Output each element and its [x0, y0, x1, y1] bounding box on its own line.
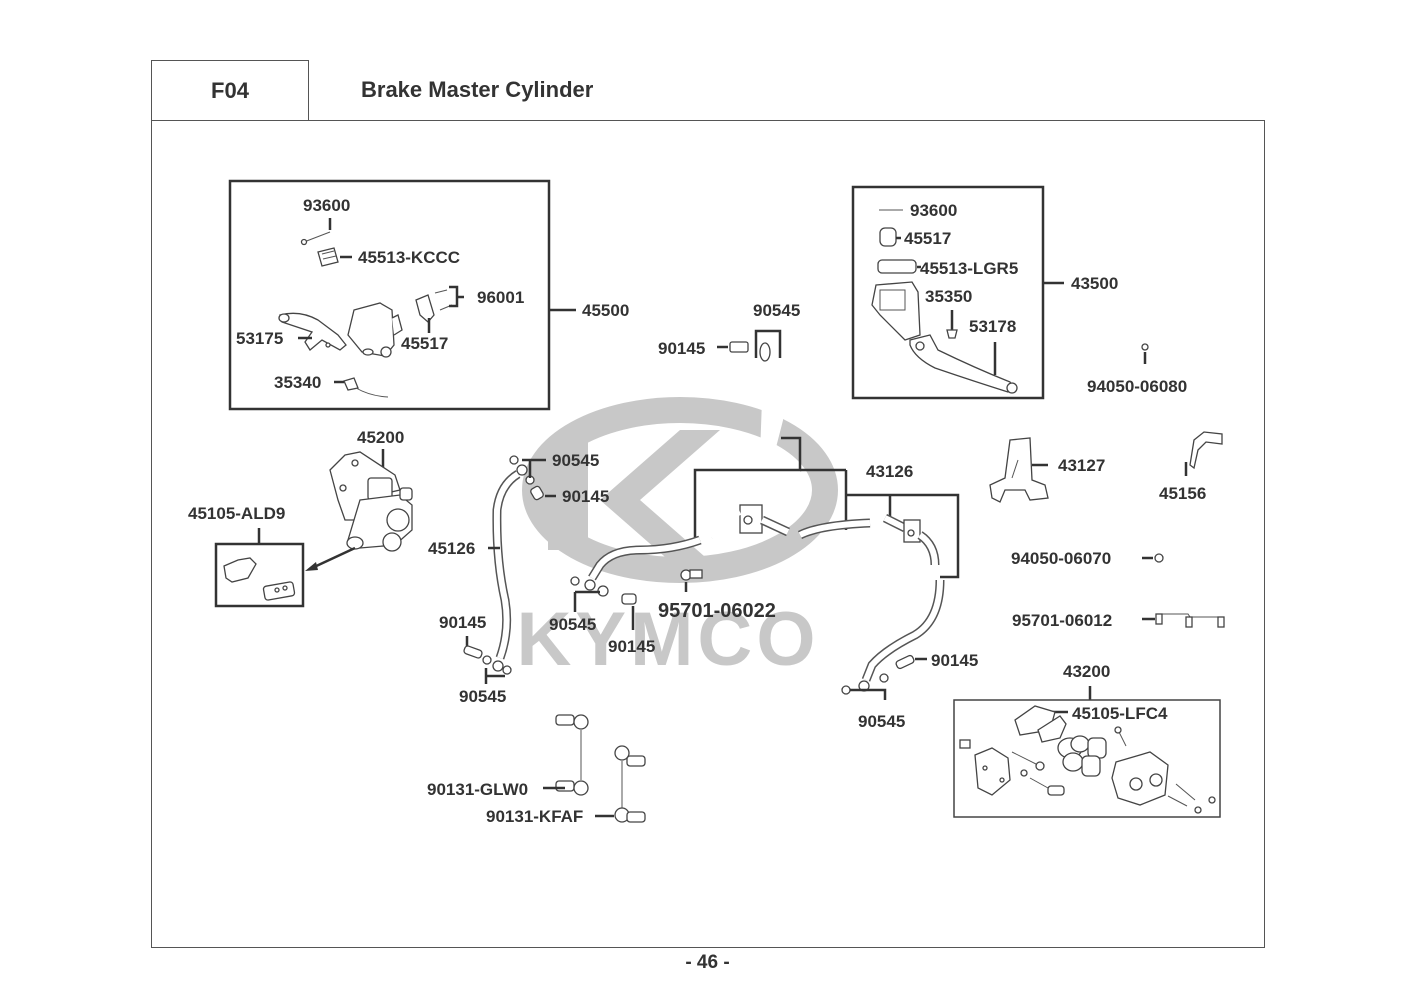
leader-90545-mid	[522, 458, 546, 478]
part-label-95701-06012[interactable]: 95701-06012	[1012, 611, 1112, 630]
brake-switch-part	[343, 377, 389, 398]
part-label-43127[interactable]: 43127	[1058, 456, 1105, 475]
part-label-90545-top[interactable]: 90545	[753, 301, 800, 320]
arrow-to-pads	[311, 546, 356, 570]
part-label-94050-06070[interactable]: 94050-06070	[1011, 549, 1111, 568]
rear-master-cylinder-group: 43500 93600 45517 45513-LGR5 35350 53178	[851, 185, 1118, 400]
part-label-90545-left[interactable]: 90545	[459, 687, 506, 706]
front-master-cylinder-group: 45500 93600 45513-KCCC 96001 45517	[228, 179, 629, 411]
reservoir-cap-part-rear	[877, 259, 917, 274]
part-label-45105-lfc4[interactable]: 45105-LFC4	[1072, 704, 1168, 723]
bleed-screw-part	[1114, 726, 1127, 747]
slide-pins-part	[959, 739, 1216, 814]
part-label-94050-06080[interactable]: 94050-06080	[1087, 377, 1187, 396]
part-label-90545-mid[interactable]: 90545	[552, 451, 599, 470]
part-label-93600-rear[interactable]: 93600	[910, 201, 957, 220]
watermark-brand: KYMCO	[517, 597, 820, 682]
brake-lever-part	[278, 312, 347, 351]
leader-90545-left	[484, 668, 505, 684]
part-label-45513-kccc[interactable]: 45513-KCCC	[358, 248, 460, 267]
part-label-90545-right[interactable]: 90545	[858, 712, 905, 731]
part-label-35340[interactable]: 35340	[274, 373, 321, 392]
arrow-head	[305, 562, 318, 571]
rear-caliper-body-part	[1111, 751, 1169, 806]
front-brake-pads-part	[223, 557, 296, 601]
part-label-90145-left[interactable]: 90145	[439, 613, 486, 632]
reservoir-cap-part	[317, 247, 339, 267]
clamps-95701-06012: 95701-06012	[1012, 611, 1225, 630]
part-label-45126[interactable]: 45126	[428, 539, 475, 558]
part-label-43500[interactable]: 43500	[1071, 274, 1118, 293]
part-label-45156[interactable]: 45156	[1159, 484, 1206, 503]
part-label-90545-c[interactable]: 90545	[549, 615, 596, 634]
three-way-joint-part	[709, 504, 790, 540]
master-cylinder-body-part-rear	[871, 281, 921, 341]
three-way-joint-right	[882, 513, 940, 566]
rear-caliper-box	[953, 699, 1221, 818]
page-number: - 46 -	[685, 952, 730, 973]
section-code: F04	[151, 60, 309, 120]
leader-90545-right	[850, 688, 887, 700]
part-label-90145-top[interactable]: 90145	[658, 339, 705, 358]
bolt-lower-a	[555, 780, 575, 792]
front-caliper-group: 45200 45105-ALD9	[188, 428, 413, 608]
caliper-bracket-part	[974, 747, 1011, 796]
part-45156: 45156	[1159, 431, 1223, 503]
pin-head	[300, 238, 308, 246]
part-label-90145-mid[interactable]: 90145	[562, 487, 609, 506]
brake-lever-part-rear	[909, 334, 1018, 394]
bolt-upper-a	[555, 714, 575, 726]
front-hose-group: 90545 90145 45126 90145 90545	[428, 451, 609, 706]
banjo-top	[759, 342, 771, 362]
nut-94050-06070: 94050-06070	[1011, 549, 1164, 568]
brake-hose-left-lower	[584, 535, 702, 591]
part-label-53175[interactable]: 53175	[236, 329, 283, 348]
part-label-95701-06022[interactable]: 95701-06022	[658, 600, 776, 622]
diagram-frame	[151, 120, 1265, 948]
part-label-45200[interactable]: 45200	[357, 428, 404, 447]
part-label-90145-right[interactable]: 90145	[931, 651, 978, 670]
rear-caliper-group: 43200 45105-LFC4	[953, 662, 1221, 818]
leader-90545-c	[573, 590, 600, 612]
part-label-90131-glw0[interactable]: 90131-GLW0	[427, 780, 528, 799]
part-label-90145-c[interactable]: 90145	[608, 637, 655, 656]
page-title: Brake Master Cylinder	[361, 77, 594, 102]
brake-hose-right-lower	[858, 579, 945, 692]
leader-96001	[449, 285, 464, 308]
bolt-94050-06080: 94050-06080	[1087, 343, 1187, 396]
part-label-43200[interactable]: 43200	[1063, 662, 1110, 681]
master-cylinder-body-part	[347, 302, 403, 358]
part-label-45513-lgr5[interactable]: 45513-LGR5	[920, 259, 1018, 278]
part-label-96001[interactable]: 96001	[477, 288, 524, 307]
pistons-seals-part	[1057, 735, 1107, 777]
part-label-53178[interactable]: 53178	[969, 317, 1016, 336]
part-label-90131-kfaf[interactable]: 90131-KFAF	[486, 807, 583, 826]
bolts-90131: 90131-GLW0 90131-KFAF	[427, 714, 646, 826]
part-label-43126[interactable]: 43126	[866, 462, 913, 481]
brake-hose-connector-mid	[797, 518, 871, 540]
bracket-43127: 43127	[989, 437, 1105, 503]
banjo-bolt-top	[729, 341, 749, 353]
screws-part	[415, 289, 453, 323]
fasteners-right-lower: 90145 90545	[841, 651, 978, 731]
leader-90545-top	[754, 329, 782, 358]
switch-part-rear	[946, 329, 958, 339]
boot-part-rear	[879, 227, 897, 247]
leader-tree-43126: 43126	[693, 436, 960, 579]
watermark-k-arm	[600, 430, 720, 570]
fasteners-mid-lower: 90545 90145 95701-06022	[549, 569, 776, 656]
part-label-45500[interactable]: 45500	[582, 301, 629, 320]
part-label-35350[interactable]: 35350	[925, 287, 972, 306]
part-label-45517-rear[interactable]: 45517	[904, 229, 951, 248]
rear-master-cylinder-box	[851, 185, 1045, 400]
front-pad-set-box	[214, 542, 305, 608]
part-label-45105-ald9[interactable]: 45105-ALD9	[188, 504, 285, 523]
front-master-cylinder-box	[228, 179, 551, 411]
part-label-93600-front[interactable]: 93600	[303, 196, 350, 215]
part-label-45517-front[interactable]: 45517	[401, 334, 448, 353]
front-caliper-part	[329, 451, 413, 552]
pin-part	[303, 231, 331, 243]
rear-pads-part	[1014, 705, 1067, 743]
